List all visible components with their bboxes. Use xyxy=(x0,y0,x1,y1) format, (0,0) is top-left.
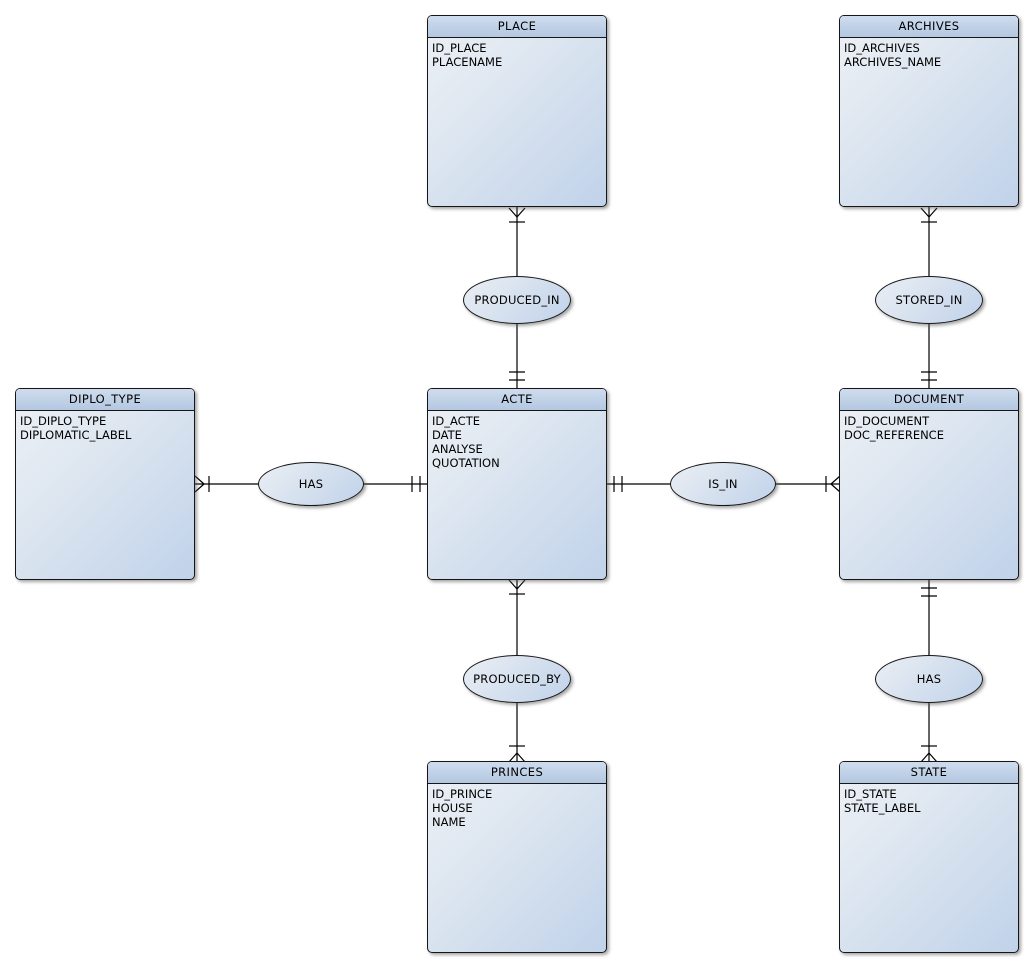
crow-foot-icon xyxy=(508,207,526,218)
entity-title: PLACE xyxy=(428,16,606,38)
entity-title: ARCHIVES xyxy=(840,16,1018,38)
entity-attributes: ID_ARCHIVES ARCHIVES_NAME xyxy=(840,38,1018,72)
crow-foot-icon xyxy=(508,579,526,590)
crow-foot-icon xyxy=(194,475,205,493)
entity-attributes: ID_DOCUMENT DOC_REFERENCE xyxy=(840,411,1018,445)
double-bar-icon xyxy=(411,476,421,492)
relationship-label: HAS xyxy=(298,477,324,491)
double-bar-icon xyxy=(921,371,937,381)
entity-place[interactable]: PLACE ID_PLACE PLACENAME xyxy=(427,15,607,207)
entity-title: DIPLO_TYPE xyxy=(16,389,194,411)
entity-diplo-type[interactable]: DIPLO_TYPE ID_DIPLO_TYPE DIPLOMATIC_LABE… xyxy=(15,388,195,580)
relationship-label: PRODUCED_IN xyxy=(474,293,560,307)
entity-archives[interactable]: ARCHIVES ID_ARCHIVES ARCHIVES_NAME xyxy=(839,15,1019,207)
attribute: DOC_REFERENCE xyxy=(844,428,944,442)
crow-foot-icon xyxy=(920,207,938,218)
entity-attributes: ID_STATE STATE_LABEL xyxy=(840,784,1018,818)
double-bar-icon xyxy=(613,476,623,492)
attribute: ID_DOCUMENT xyxy=(844,414,930,428)
entity-attributes: ID_PRINCE HOUSE NAME xyxy=(428,784,606,832)
attribute: ID_PLACE xyxy=(432,41,487,55)
attribute: ID_STATE xyxy=(844,787,897,801)
attribute: DIPLOMATIC_LABEL xyxy=(20,428,132,442)
attribute: HOUSE xyxy=(432,801,473,815)
relationship-has-state[interactable]: HAS xyxy=(875,655,983,703)
entity-princes[interactable]: PRINCES ID_PRINCE HOUSE NAME xyxy=(427,761,607,953)
attribute: ID_ARCHIVES xyxy=(844,41,920,55)
relationship-label: HAS xyxy=(916,672,942,686)
entity-acte[interactable]: ACTE ID_ACTE DATE ANALYSE QUOTATION xyxy=(427,388,607,580)
crow-foot-icon xyxy=(920,752,938,763)
crow-foot-icon xyxy=(830,475,841,493)
attribute: ARCHIVES_NAME xyxy=(844,55,942,69)
attribute: STATE_LABEL xyxy=(844,801,921,815)
relationship-label: STORED_IN xyxy=(895,293,963,307)
attribute: QUOTATION xyxy=(432,456,500,470)
relationship-stored-in[interactable]: STORED_IN xyxy=(875,276,983,324)
relationship-is-in[interactable]: IS_IN xyxy=(670,462,776,506)
attribute: DATE xyxy=(432,428,462,442)
double-bar-icon xyxy=(509,371,525,381)
relationship-produced-in[interactable]: PRODUCED_IN xyxy=(463,276,571,324)
crow-foot-icon xyxy=(508,752,526,763)
relationship-label: IS_IN xyxy=(708,477,738,491)
entity-document[interactable]: DOCUMENT ID_DOCUMENT DOC_REFERENCE xyxy=(839,388,1019,580)
relationship-label: PRODUCED_BY xyxy=(473,672,561,686)
attribute: ID_ACTE xyxy=(432,414,480,428)
entity-title: PRINCES xyxy=(428,762,606,784)
attribute: ANALYSE xyxy=(432,442,483,456)
entity-state[interactable]: STATE ID_STATE STATE_LABEL xyxy=(839,761,1019,953)
entity-title: DOCUMENT xyxy=(840,389,1018,411)
entity-attributes: ID_PLACE PLACENAME xyxy=(428,38,606,72)
attribute: PLACENAME xyxy=(432,55,503,69)
double-bar-icon xyxy=(921,587,937,597)
entity-attributes: ID_DIPLO_TYPE DIPLOMATIC_LABEL xyxy=(16,411,194,445)
relationship-has-diplo-type[interactable]: HAS xyxy=(258,462,364,506)
attribute: NAME xyxy=(432,815,466,829)
entity-title: ACTE xyxy=(428,389,606,411)
attribute: ID_DIPLO_TYPE xyxy=(20,414,107,428)
relationship-produced-by[interactable]: PRODUCED_BY xyxy=(463,655,571,703)
entity-attributes: ID_ACTE DATE ANALYSE QUOTATION xyxy=(428,411,606,473)
entity-title: STATE xyxy=(840,762,1018,784)
attribute: ID_PRINCE xyxy=(432,787,493,801)
